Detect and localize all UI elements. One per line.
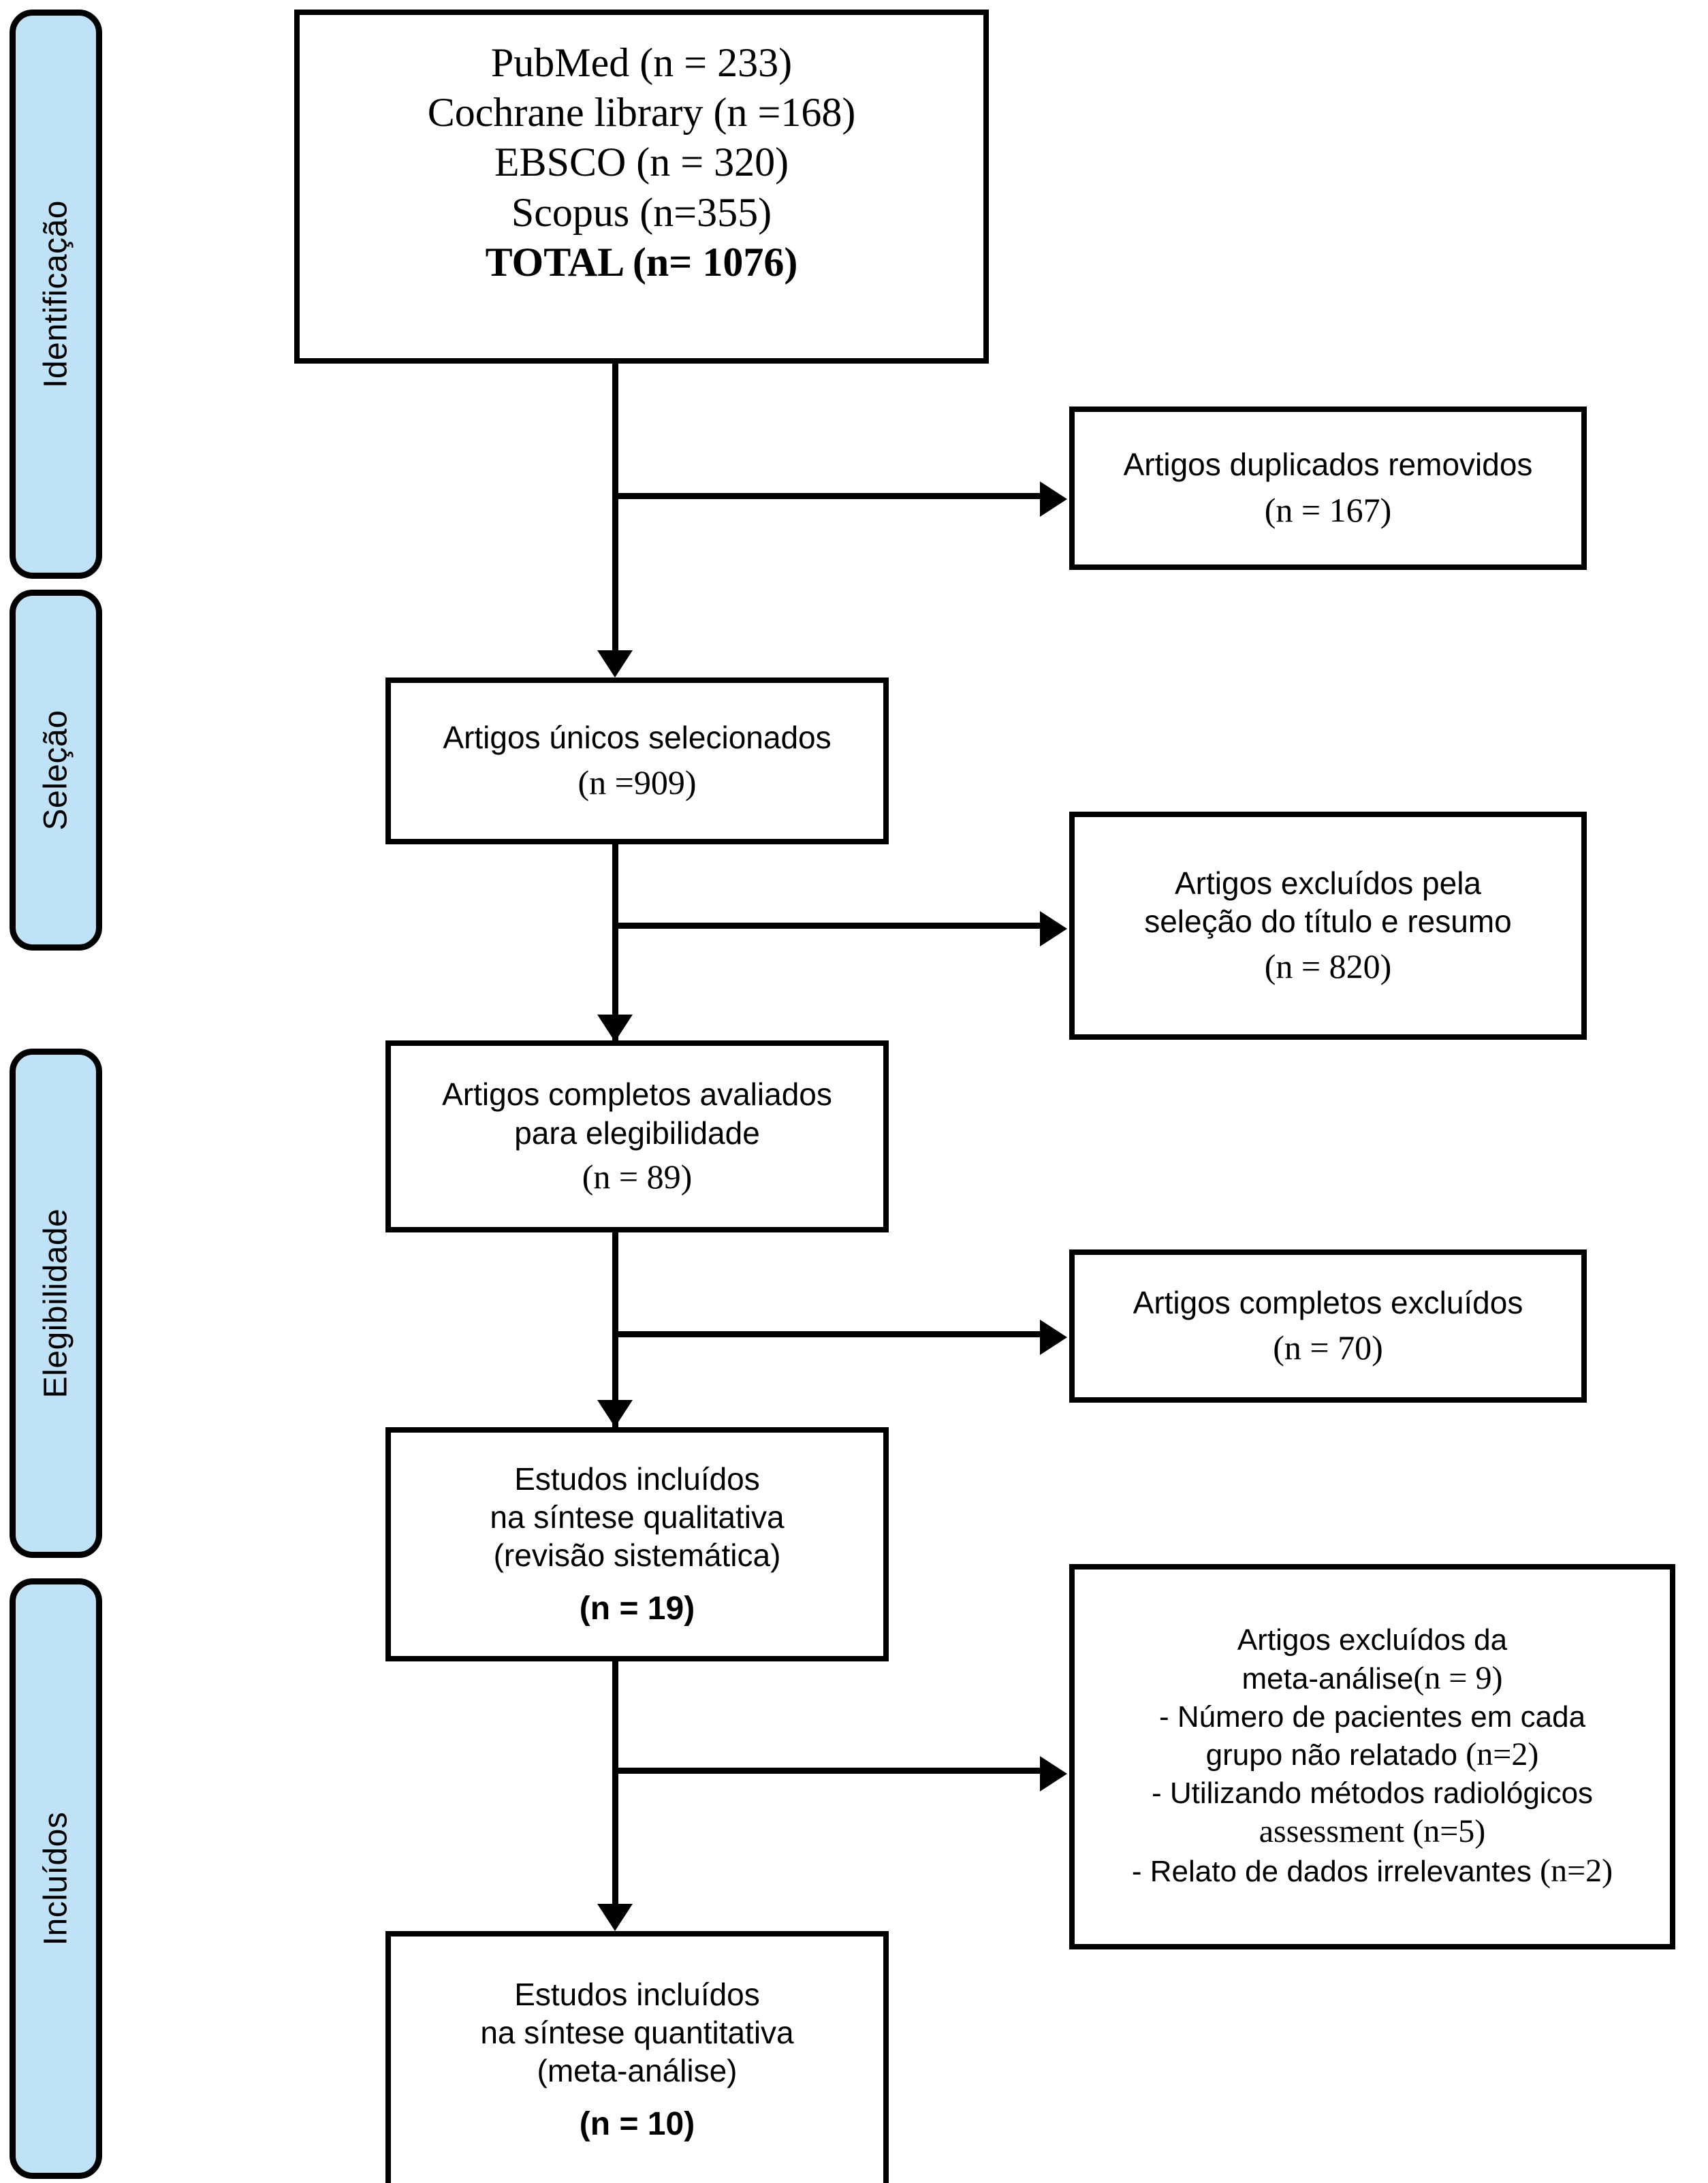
- connector-branch-fulltext-excluded: [612, 1331, 1041, 1337]
- arrowhead-down-quantitative: [597, 1904, 633, 1931]
- box-unique-records: Artigos únicos selecionados (n =909): [385, 678, 889, 844]
- box-fulltext-assessed: Artigos completos avaliados para elegibi…: [385, 1040, 889, 1232]
- excluded-title-label-2: seleção do título e resumo: [1144, 904, 1512, 939]
- arrowhead-right-excluded-title: [1040, 911, 1067, 946]
- arrowhead-right-fulltext-excluded: [1040, 1320, 1067, 1355]
- fulltext-assessed-label-2: para elegibilidade: [514, 1115, 760, 1151]
- arrowhead-right-excluded-meta: [1040, 1756, 1067, 1791]
- source-line-cochrane: Cochrane library (n =168): [427, 90, 856, 136]
- connector-sources-to-unique: [612, 364, 618, 652]
- box-excluded-meta-analysis: Artigos excluídos da meta-análise(n = 9)…: [1069, 1564, 1675, 1949]
- connector-branch-duplicates: [612, 493, 1041, 499]
- excluded-meta-line-6-text: assessment: [1259, 1813, 1405, 1849]
- box-fulltext-excluded: Artigos completos excluídos (n = 70): [1069, 1249, 1587, 1403]
- arrowhead-down-qualitative: [597, 1400, 633, 1427]
- source-line-total: TOTAL (n= 1076): [485, 239, 798, 285]
- excluded-meta-line-7-text: - Relato de dados irrelevantes: [1131, 1855, 1532, 1889]
- source-line-scopus: Scopus (n=355): [511, 189, 772, 235]
- fulltext-excluded-count: (n = 70): [1273, 1328, 1383, 1367]
- stage-label-incluidos: Incluídos: [37, 1811, 74, 1946]
- stage-pill-incluidos: Incluídos: [10, 1578, 102, 2179]
- stage-label-elegibilidade: Elegibilidade: [37, 1208, 74, 1399]
- box-database-sources: PubMed (n = 233) Cochrane library (n =16…: [294, 10, 989, 364]
- qualitative-label-1: Estudos incluídos: [514, 1461, 760, 1497]
- excluded-meta-line-4-count: (n=2): [1466, 1736, 1539, 1773]
- unique-records-count: (n =909): [578, 763, 697, 802]
- qualitative-count: (n = 19): [579, 1590, 695, 1627]
- source-line-pubmed: PubMed (n = 233): [490, 40, 793, 85]
- fulltext-assessed-count: (n = 89): [582, 1157, 693, 1196]
- unique-records-label: Artigos únicos selecionados: [443, 719, 832, 755]
- excluded-meta-line-1: Artigos excluídos da: [1237, 1623, 1508, 1657]
- stage-label-selecao: Seleção: [37, 710, 74, 831]
- box-qualitative-synthesis: Estudos incluídos na síntese qualitativa…: [385, 1427, 889, 1661]
- connector-branch-excluded-title: [612, 923, 1041, 929]
- excluded-meta-line-2: meta-análise(n = 9): [1242, 1659, 1503, 1699]
- connector-fulltext-to-qualitative: [612, 1232, 618, 1429]
- stage-pill-selecao: Seleção: [10, 590, 102, 951]
- excluded-title-count: (n = 820): [1264, 947, 1392, 986]
- quantitative-label-2: na síntese quantitativa: [480, 2014, 794, 2050]
- connector-unique-to-fulltext: [612, 844, 618, 1042]
- duplicates-label: Artigos duplicados removidos: [1123, 447, 1533, 483]
- excluded-meta-line-6: assessment (n=5): [1259, 1812, 1486, 1852]
- excluded-meta-line-4: grupo não relatado (n=2): [1206, 1735, 1539, 1775]
- stage-pill-identificacao: Identificação: [10, 10, 102, 579]
- fulltext-excluded-label: Artigos completos excluídos: [1133, 1284, 1523, 1320]
- excluded-meta-line-6-count: (n=5): [1412, 1813, 1486, 1849]
- fulltext-assessed-label-1: Artigos completos avaliados: [442, 1077, 832, 1113]
- quantitative-label-1: Estudos incluídos: [514, 1976, 760, 2012]
- arrowhead-down-fulltext: [597, 1015, 633, 1042]
- duplicates-count: (n = 167): [1264, 490, 1392, 529]
- excluded-meta-line-2-count: (n = 9): [1413, 1660, 1503, 1697]
- excluded-title-label-1: Artigos excluídos pela: [1174, 865, 1482, 901]
- excluded-meta-line-3: - Número de pacientes em cada: [1158, 1700, 1586, 1734]
- quantitative-count: (n = 10): [579, 2105, 695, 2142]
- connector-branch-excluded-meta: [612, 1768, 1041, 1774]
- quantitative-label-3: (meta-análise): [537, 2052, 738, 2088]
- connector-qualitative-to-quantitative: [612, 1661, 618, 1905]
- box-excluded-title-abstract: Artigos excluídos pela seleção do título…: [1069, 812, 1587, 1040]
- source-line-ebsco: EBSCO (n = 320): [494, 140, 789, 185]
- box-quantitative-synthesis: Estudos incluídos na síntese quantitativ…: [385, 1931, 889, 2183]
- arrowhead-right-duplicates: [1040, 481, 1067, 517]
- excluded-meta-line-4-text: grupo não relatado: [1205, 1738, 1458, 1772]
- excluded-meta-line-7: - Relato de dados irrelevantes (n=2): [1132, 1851, 1613, 1892]
- stage-label-identificacao: Identificação: [37, 200, 74, 389]
- excluded-meta-line-7-count: (n=2): [1540, 1853, 1613, 1890]
- stage-pill-elegibilidade: Elegibilidade: [10, 1049, 102, 1558]
- excluded-meta-line-2-text: meta-análise: [1242, 1662, 1414, 1696]
- box-duplicates-removed: Artigos duplicados removidos (n = 167): [1069, 407, 1587, 570]
- arrowhead-down-unique: [597, 650, 633, 678]
- excluded-meta-line-5: - Utilizando métodos radiológicos: [1151, 1776, 1594, 1810]
- qualitative-label-3: (revisão sistemática): [493, 1537, 781, 1573]
- qualitative-label-2: na síntese qualitativa: [490, 1499, 785, 1535]
